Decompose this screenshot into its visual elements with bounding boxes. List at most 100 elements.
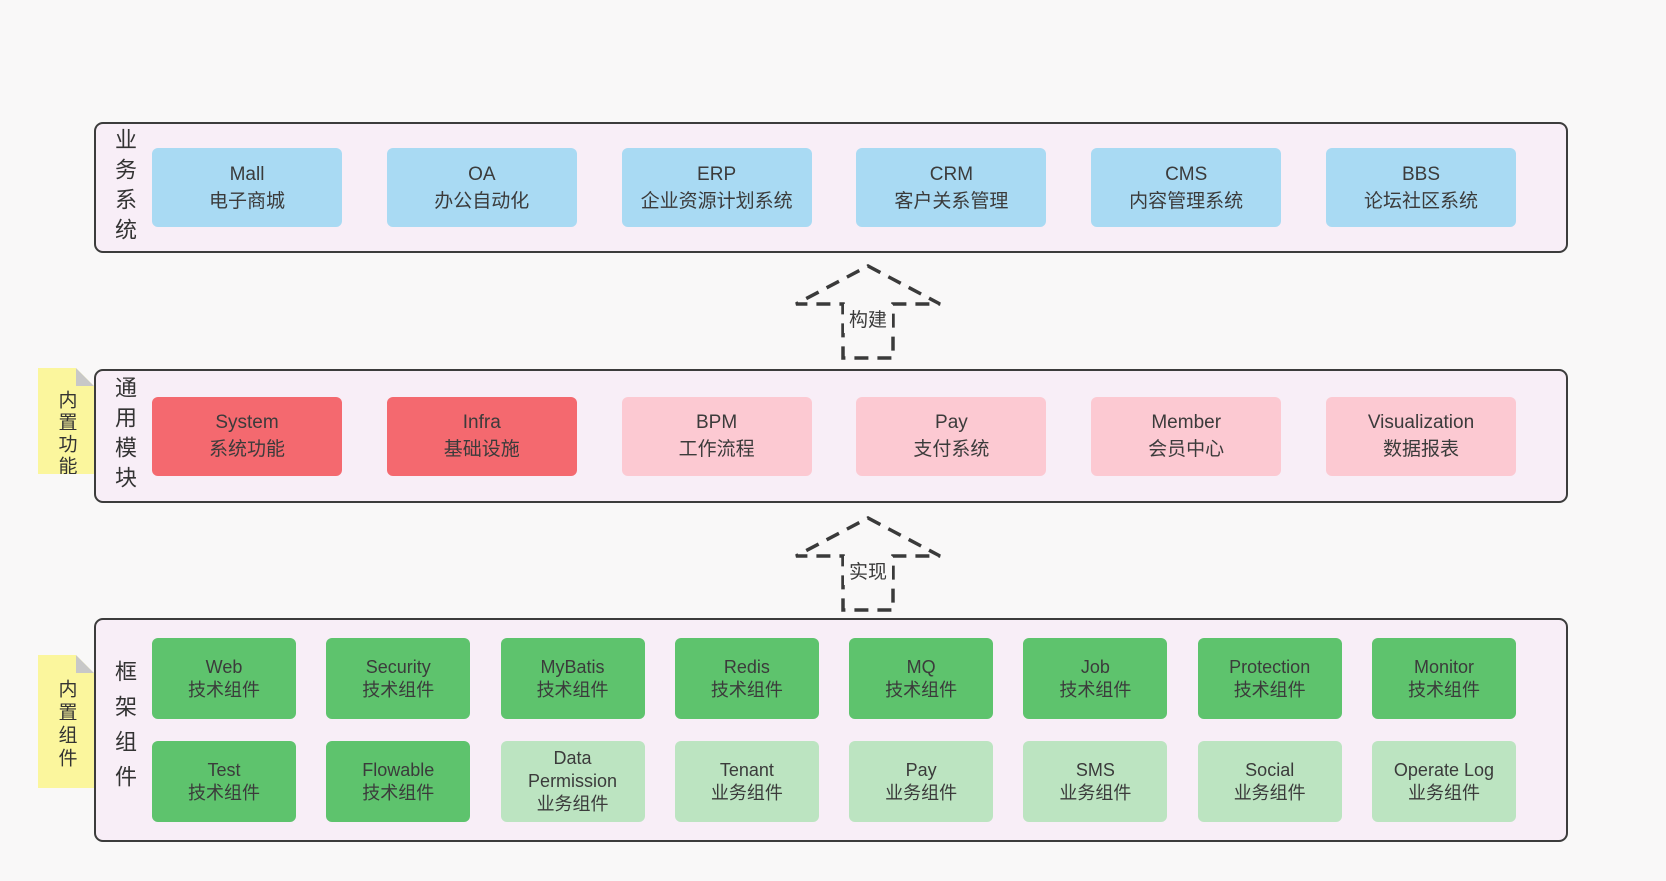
- band-common-modules: 通用模块 System 系统功能 Infra 基础设施 BPM 工作流程 Pay…: [94, 369, 1568, 503]
- band-common-modules-boxes: System 系统功能 Infra 基础设施 BPM 工作流程 Pay 支付系统…: [140, 371, 1566, 501]
- node-title: Data Permission: [528, 748, 618, 791]
- node-member: Member 会员中心: [1091, 396, 1282, 476]
- node-title: Pay: [905, 759, 937, 780]
- node-title: ERP: [697, 163, 737, 185]
- node-system: System 系统功能: [152, 396, 342, 476]
- node-subtitle: 办公自动化: [434, 190, 530, 212]
- sticky-note-built-in-components: 内置组件: [38, 655, 94, 788]
- band-label-business-systems: 业务系统: [112, 127, 137, 248]
- node-title: Mall: [229, 163, 265, 185]
- node-subtitle: 技术组件: [1059, 679, 1132, 700]
- node-sms: SMS 业务组件: [1023, 741, 1168, 822]
- node-pay-system: Pay 支付系统: [856, 396, 1047, 476]
- node-visualization: Visualization 数据报表: [1325, 396, 1516, 476]
- band-framework-components-boxes: Web 技术组件 Security 技术组件 MyBatis 技术组件 Redi…: [140, 620, 1566, 840]
- node-redis: Redis 技术组件: [674, 638, 819, 719]
- node-subtitle: 内容管理系统: [1129, 190, 1244, 212]
- sticky-note-label: 内置功能: [55, 390, 77, 478]
- node-pay-component: Pay 业务组件: [849, 741, 994, 822]
- node-title: Operate Log: [1393, 759, 1494, 780]
- node-subtitle: 工作流程: [678, 439, 755, 460]
- node-mq: MQ 技术组件: [849, 638, 994, 719]
- arrow-build-label: 构建: [843, 304, 893, 333]
- node-title: Job: [1080, 656, 1110, 677]
- node-title: Protection: [1229, 656, 1311, 677]
- node-crm: CRM 客户关系管理: [856, 148, 1047, 227]
- arrow-implement: 实现: [793, 514, 943, 614]
- node-test: Test 技术组件: [152, 741, 296, 822]
- sticky-note-label: 内置组件: [55, 679, 77, 771]
- node-title: BBS: [1401, 163, 1440, 185]
- node-protection: Protection 技术组件: [1197, 638, 1342, 719]
- sticky-note-built-in-features: 内置功能: [38, 368, 94, 474]
- node-title: Web: [205, 656, 243, 677]
- node-subtitle: 业务组件: [710, 782, 783, 803]
- node-subtitle: 业务组件: [1059, 782, 1132, 803]
- band-label-framework-components: 框架组件: [112, 660, 137, 800]
- node-cms: CMS 内容管理系统: [1091, 148, 1282, 227]
- dashed-up-arrow-icon: [795, 516, 941, 612]
- node-title: Visualization: [1367, 412, 1475, 433]
- framework-row-1: Web 技术组件 Security 技术组件 MyBatis 技术组件 Redi…: [152, 638, 1516, 719]
- node-oa: OA 办公自动化: [386, 148, 577, 227]
- node-subtitle: 技术组件: [536, 679, 609, 700]
- node-mybatis: MyBatis 技术组件: [500, 638, 645, 719]
- node-monitor: Monitor 技术组件: [1371, 638, 1516, 719]
- node-mall: Mall 电子商城: [152, 148, 342, 227]
- band-label-common-modules: 通用模块: [112, 376, 137, 496]
- node-subtitle: 电子商城: [208, 190, 285, 212]
- node-subtitle: 技术组件: [188, 679, 260, 700]
- node-title: MQ: [906, 656, 936, 677]
- node-subtitle: 技术组件: [362, 782, 435, 803]
- node-title: CRM: [929, 163, 974, 185]
- node-title: CMS: [1165, 163, 1208, 185]
- node-subtitle: 技术组件: [362, 679, 435, 700]
- node-title: System: [215, 412, 279, 433]
- node-title: OA: [468, 163, 496, 185]
- node-subtitle: 论坛社区系统: [1363, 190, 1478, 212]
- arrow-implement-label: 实现: [843, 556, 893, 585]
- node-erp: ERP 企业资源计划系统: [621, 148, 812, 227]
- node-title: SMS: [1075, 759, 1115, 780]
- node-title: Flowable: [362, 759, 435, 780]
- node-subtitle: 业务组件: [1233, 782, 1306, 803]
- node-bbs: BBS 论坛社区系统: [1325, 148, 1516, 227]
- node-title: Security: [365, 656, 431, 677]
- node-infra: Infra 基础设施: [386, 396, 577, 476]
- node-subtitle: 客户关系管理: [894, 190, 1009, 212]
- node-subtitle: 技术组件: [1407, 679, 1480, 700]
- node-subtitle: 技术组件: [885, 679, 958, 700]
- node-title: Tenant: [719, 759, 774, 780]
- node-security: Security 技术组件: [326, 638, 471, 719]
- node-subtitle: 技术组件: [710, 679, 783, 700]
- node-title: Pay: [935, 412, 968, 433]
- node-social: Social 业务组件: [1197, 741, 1342, 822]
- node-web: Web 技术组件: [152, 638, 296, 719]
- node-title: Monitor: [1413, 656, 1474, 677]
- band-business-systems-boxes: Mall 电子商城 OA 办公自动化 ERP 企业资源计划系统 CRM 客户关系…: [140, 124, 1566, 251]
- node-subtitle: 基础设施: [443, 439, 520, 460]
- node-title: Redis: [723, 656, 770, 677]
- node-bpm: BPM 工作流程: [621, 396, 812, 476]
- arrow-build: 构建: [793, 262, 943, 362]
- node-subtitle: 支付系统: [913, 439, 990, 460]
- node-title: Infra: [462, 412, 501, 433]
- node-subtitle: 企业资源计划系统: [640, 190, 793, 212]
- node-subtitle: 会员中心: [1148, 439, 1225, 460]
- node-subtitle: 系统功能: [208, 439, 285, 460]
- node-title: Test: [207, 759, 241, 780]
- node-subtitle: 业务组件: [536, 794, 609, 814]
- node-subtitle: 数据报表: [1382, 439, 1459, 460]
- node-subtitle: 技术组件: [1233, 679, 1306, 700]
- node-title: Social: [1245, 759, 1295, 780]
- node-title: Member: [1151, 412, 1222, 433]
- band-framework-components: 框架组件 Web 技术组件 Security 技术组件 MyBatis 技术组件…: [94, 618, 1568, 842]
- node-flowable: Flowable 技术组件: [326, 741, 471, 822]
- node-tenant: Tenant 业务组件: [674, 741, 819, 822]
- node-subtitle: 业务组件: [885, 782, 958, 803]
- dashed-up-arrow-icon: [795, 264, 941, 360]
- node-subtitle: 技术组件: [188, 782, 260, 803]
- framework-row-2: Test 技术组件 Flowable 技术组件 Data Permission …: [152, 741, 1516, 822]
- node-subtitle: 业务组件: [1407, 782, 1480, 803]
- node-operate-log: Operate Log 业务组件: [1371, 741, 1516, 822]
